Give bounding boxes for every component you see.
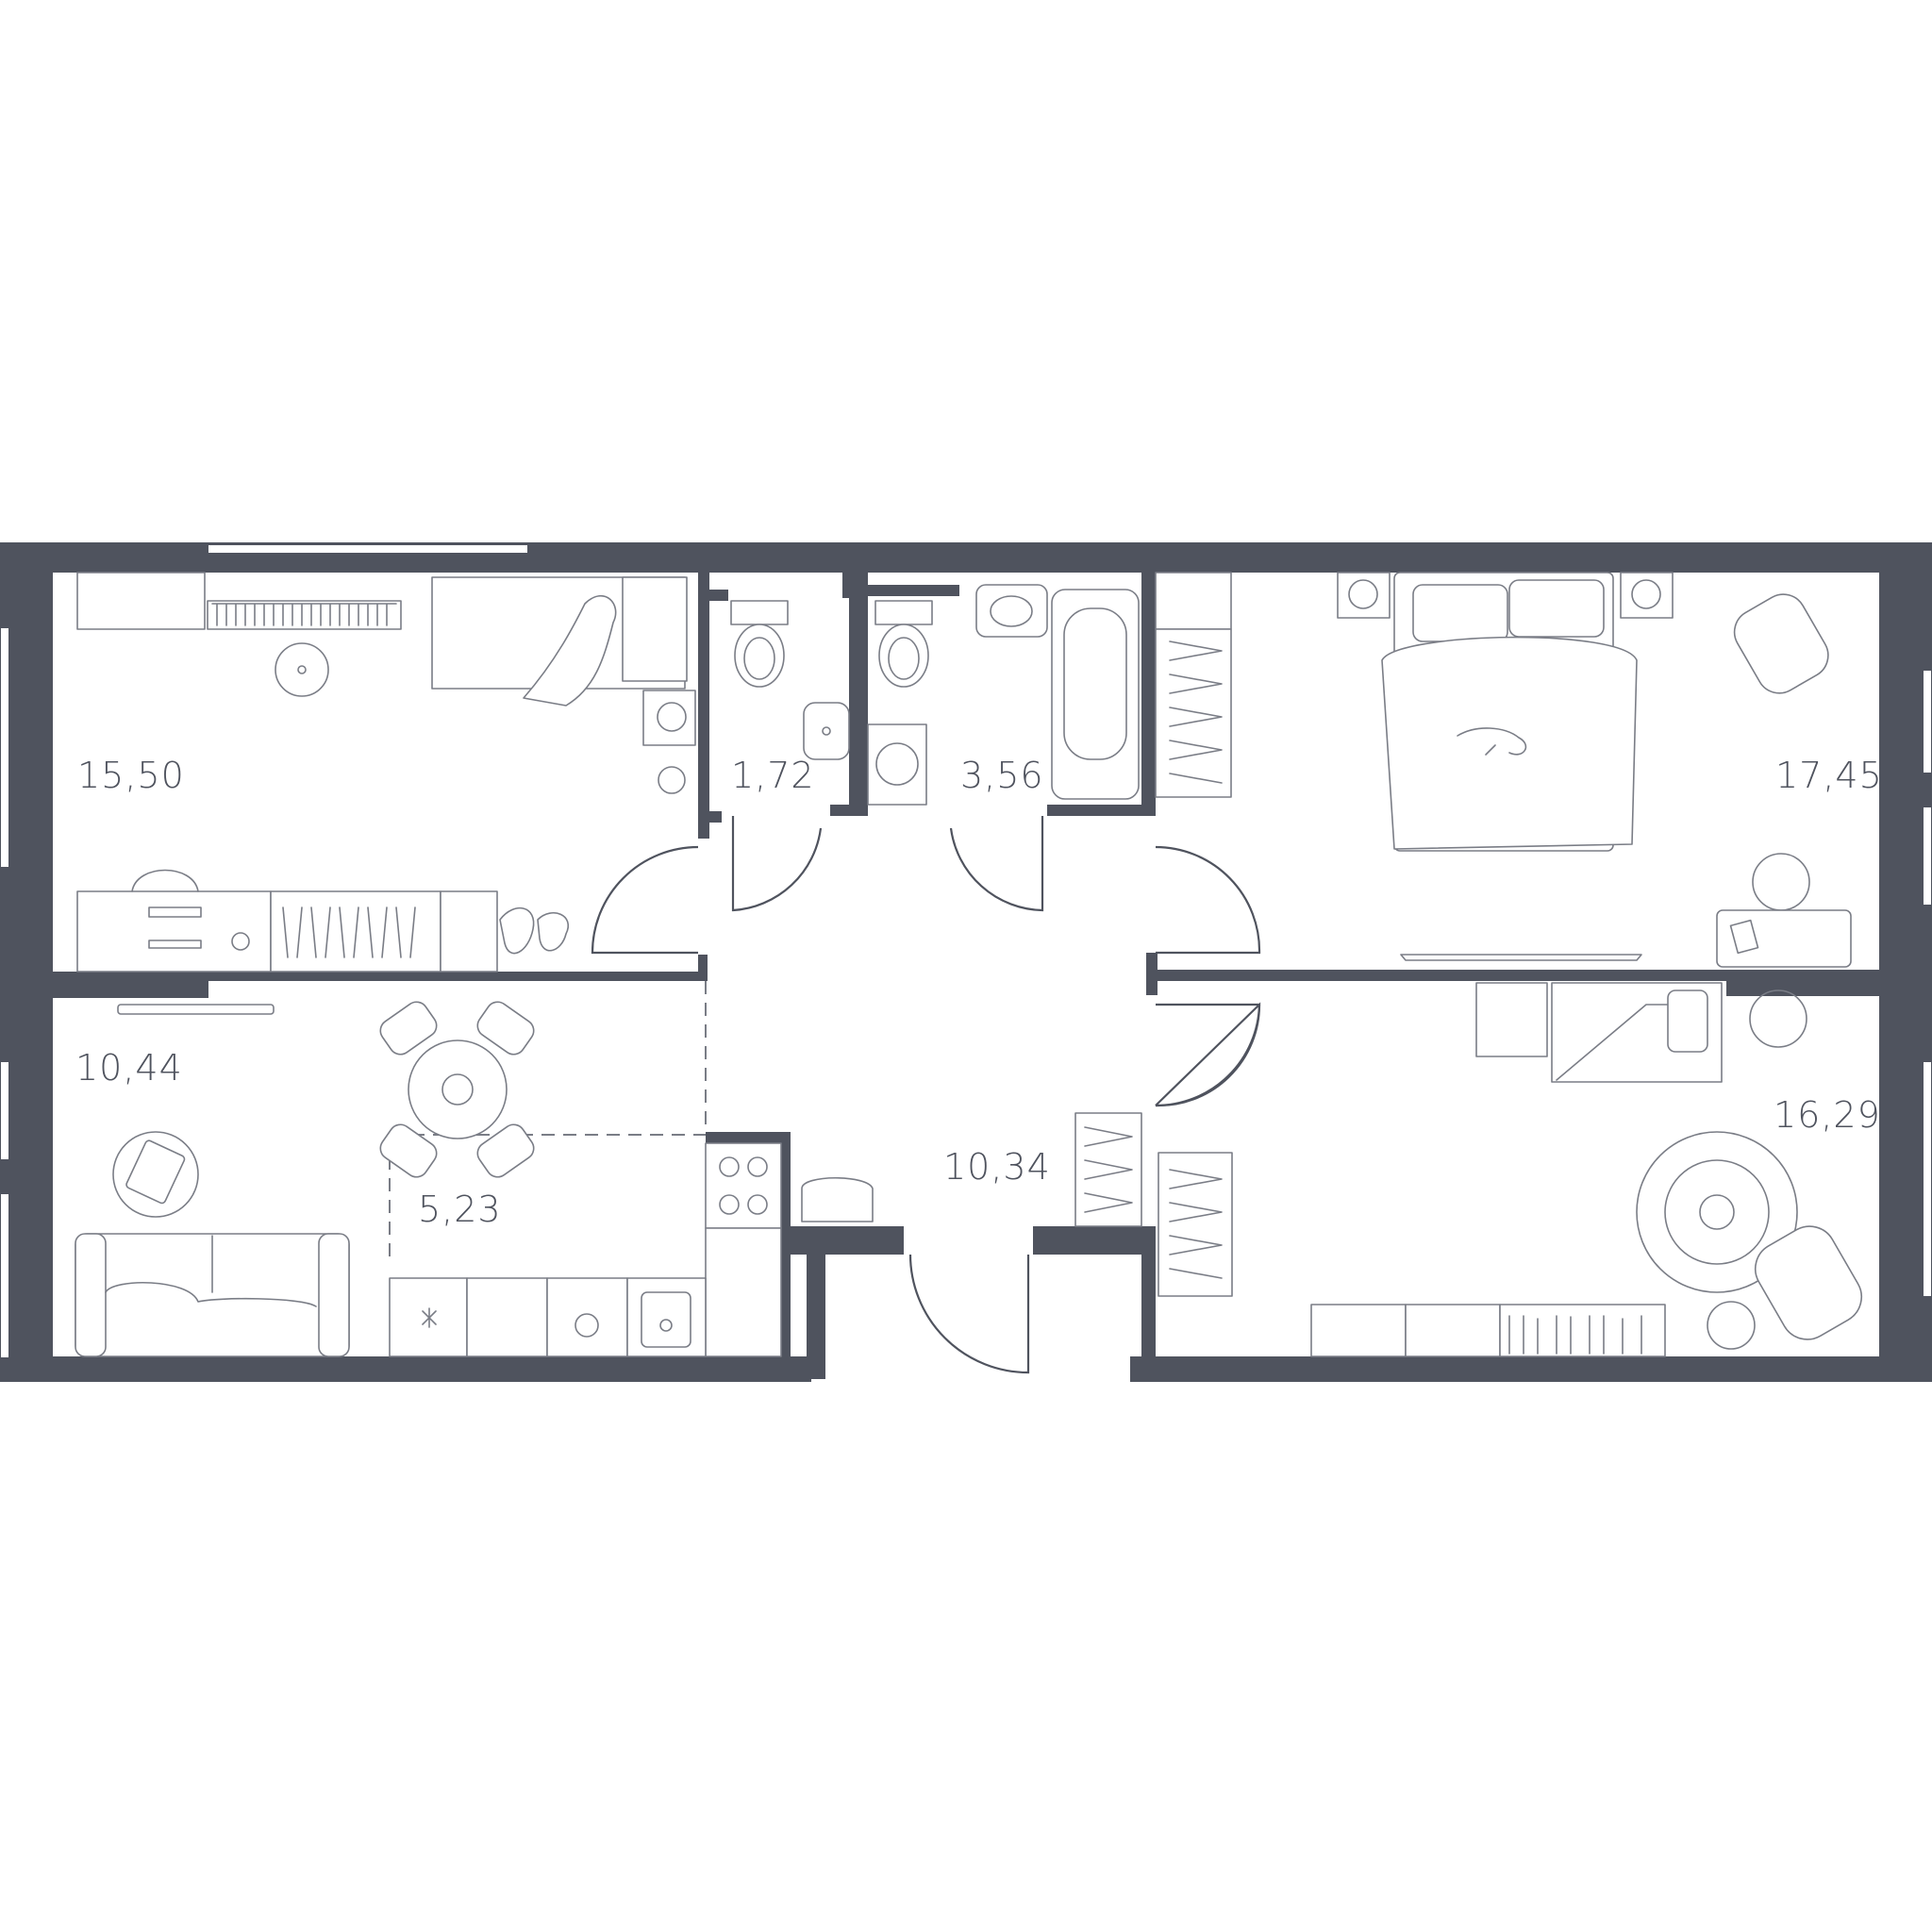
area-label-bedroom-left: 15,50 [77,755,185,796]
area-label-kids-room: 16,29 [1774,1094,1881,1136]
exterior-walls [0,542,1932,1382]
kids-room-furniture [1158,982,1863,1357]
doors [591,816,1261,1374]
windows [0,543,1932,1359]
area-label-living-room: 10,44 [75,1047,183,1089]
living-room-furniture [75,1001,535,1357]
area-label-hallway: 10,34 [943,1146,1051,1188]
kitchen-furniture [389,1142,874,1357]
area-label-kitchen: 5,23 [418,1189,502,1230]
bedroom-left-furniture [76,572,696,973]
area-label-bedroom-right: 17,45 [1775,755,1883,796]
interior-walls [53,573,1879,1382]
bedroom-right-furniture [1155,572,1852,968]
area-labels: 15,50 1,72 3,56 17,45 10,44 5,23 10,34 1… [75,755,1883,1230]
area-label-bathroom: 3,56 [960,755,1044,796]
hallway-furniture [1074,1112,1142,1227]
wc-furniture [730,600,850,760]
area-label-wc: 1,72 [731,755,815,796]
bathroom-furniture [867,584,1140,806]
